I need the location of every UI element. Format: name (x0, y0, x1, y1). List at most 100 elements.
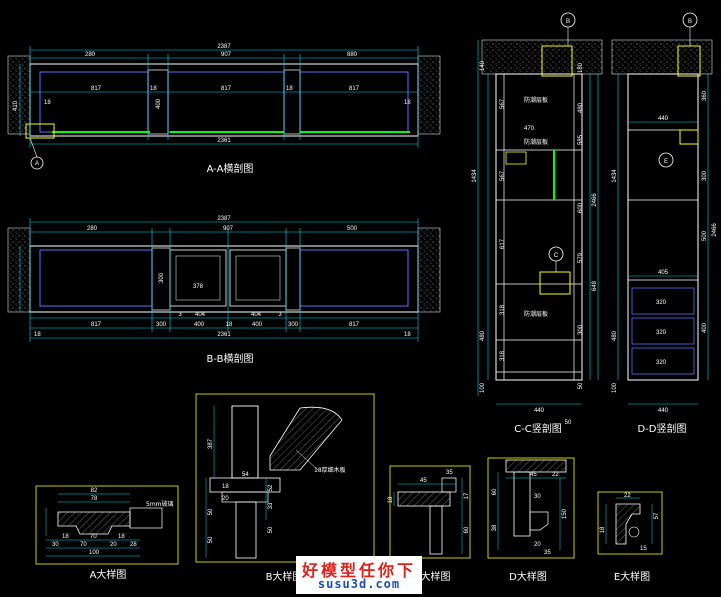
dd-dim-r2: 500 (702, 230, 708, 241)
detail-b: 387 50 18 20 50 54 52 33 50 18厚细木板 B大样图 (195, 393, 375, 583)
detail-d-title: D大样图 (509, 570, 547, 583)
dd-drawer-1 (631, 287, 695, 315)
dd-drawer-3 (631, 347, 695, 375)
bb-panel-left (39, 249, 153, 307)
detail-c: 35 45 18 17 60 C大样图 (388, 465, 471, 583)
aa-dim-panel-1: 817 (91, 86, 102, 92)
aa-marker-text: A (35, 161, 39, 167)
aa-dim-height-b: 400 (156, 98, 162, 109)
cc-label-2: 防潮层板 (524, 138, 548, 146)
aa-dim-total: 2387 (217, 44, 231, 50)
detail-e: 22 18 57 15 E大样图 (597, 491, 663, 583)
dd-dim-bottom: 440 (658, 408, 669, 414)
cc-dim-r7: 50 (578, 382, 584, 389)
bb-dim-total: 2387 (217, 216, 231, 222)
detail-c-title: C大样图 (414, 570, 451, 583)
bb-dim-b0: 817 (91, 322, 102, 328)
detail-a-title: A大样图 (90, 568, 127, 581)
bb-dim-small-4: 3 (278, 312, 282, 318)
detail-d-dim-3: 30 (534, 494, 541, 500)
bb-dim-bottom-total: 2361 (217, 332, 231, 338)
detail-b-dim-l0: 387 (208, 438, 214, 449)
cc-dim-total: 2466 (592, 193, 598, 207)
detail-b-frame (195, 393, 375, 563)
detail-a-dim-mid-0: 18 (62, 534, 69, 540)
detail-d-dim-2: 60 (492, 488, 498, 495)
dd-title: D-D竖剖图 (637, 422, 686, 435)
cc-dim-r3: 600 (578, 202, 584, 213)
detail-c-stile (429, 505, 443, 555)
cc-dim-l3: 1434 (472, 169, 478, 183)
detail-a-dim-top-0: 82 (91, 488, 98, 494)
dd-dim-r0: 360 (702, 90, 708, 101)
cc-dim-l9: 100 (480, 382, 486, 393)
detail-b-title: B大样图 (266, 570, 303, 583)
dd-dim-l1: 480 (612, 330, 618, 341)
detail-d-frame (487, 457, 575, 559)
detail-a-dim-bot-0: 30 (52, 542, 59, 548)
bb-dim-b5: 300 (288, 322, 299, 328)
cc-dim-r6: 300 (578, 324, 584, 335)
aa-dim-mid-a: 18 (150, 86, 157, 92)
detail-c-frame (389, 465, 471, 559)
view-bb: 2387 280 907 500 378 300 3 404 404 3 817… (7, 216, 441, 365)
dd-dim-drawer-3: 320 (656, 360, 667, 366)
detail-b-note-leader (295, 449, 319, 471)
cc-dim-l4: 567 (500, 170, 506, 181)
aa-dim-side-right: 18 (404, 100, 411, 106)
detail-a: 82 78 18 70 18 30 70 20 28 100 5mm玻璃 A大样… (35, 485, 179, 581)
bb-dim-inner: 378 (193, 284, 204, 290)
aa-wall-right (417, 55, 441, 135)
detail-d-dim-5: 150 (562, 508, 568, 519)
view-aa: 2387 280 907 880 817 817 817 18 18 18 18… (7, 44, 441, 175)
aa-marker-leader (29, 137, 38, 158)
detail-d-stile (513, 471, 531, 537)
dd-dim-drawer-2: 320 (656, 330, 667, 336)
cc-dim-r0: 180 (578, 62, 584, 73)
aa-dim-panel-3: 817 (349, 86, 360, 92)
detail-b-dim-r0: 54 (242, 472, 249, 478)
bb-door-right-inner (235, 255, 281, 301)
detail-b-dim-r2: 33 (268, 502, 274, 509)
dd-marker-mid (658, 152, 674, 168)
detail-d-dim-1: 22 (552, 472, 559, 478)
dd-drawer-2 (631, 317, 695, 345)
aa-panel-3 (299, 71, 409, 133)
dd-dim-r1: 300 (702, 170, 708, 181)
bb-dim-b3: 18 (226, 322, 233, 328)
detail-c-shelf (397, 491, 451, 507)
aa-dim-bottom-total: 2361 (217, 138, 231, 144)
detail-b-dim-l4: 50 (208, 536, 214, 543)
aa-title: A-A横剖图 (207, 162, 254, 175)
bb-door-left (169, 249, 227, 307)
detail-a-dim-bot-1: 70 (80, 542, 87, 548)
aa-dim-top-mid: 907 (221, 52, 232, 58)
detail-a-dim-total: 100 (89, 550, 100, 556)
bb-dim-small-1: 3 (178, 312, 182, 318)
detail-d: 45 22 60 30 38 150 20 35 D大样图 (487, 457, 575, 583)
detail-d-dim-0: 45 (530, 472, 537, 478)
detail-b-post (231, 405, 259, 479)
aa-panel-2 (167, 71, 285, 133)
aa-dim-mid-b: 18 (286, 86, 293, 92)
cc-cabinet (495, 73, 583, 381)
dd-dim-r3: 400 (702, 322, 708, 333)
detail-c-dim-4: 60 (464, 526, 470, 533)
aa-detail-box (25, 123, 55, 139)
bb-dim-inner-b: 300 (159, 272, 165, 283)
dd-dim-l0: 1434 (612, 169, 618, 183)
detail-e-round (628, 526, 640, 538)
cc-label-1: 防潮层板 (524, 96, 548, 104)
bb-dim-side-left: 18 (34, 332, 41, 338)
cc-dim-bottom-side: 50 (565, 420, 572, 426)
detail-a-note: 5mm玻璃 (146, 500, 174, 508)
watermark-text: 好模型任你下 (301, 561, 416, 580)
detail-a-frame (35, 485, 179, 565)
detail-e-profile (615, 503, 641, 545)
detail-d-dim-7: 35 (544, 550, 551, 556)
detail-a-dim-mid-1: 70 (90, 534, 97, 540)
detail-b-dim-r3: 50 (268, 526, 274, 533)
detail-e-dim-3: 15 (640, 546, 647, 552)
detail-d-molding (529, 511, 549, 531)
detail-a-dim-bot-2: 20 (110, 542, 117, 548)
